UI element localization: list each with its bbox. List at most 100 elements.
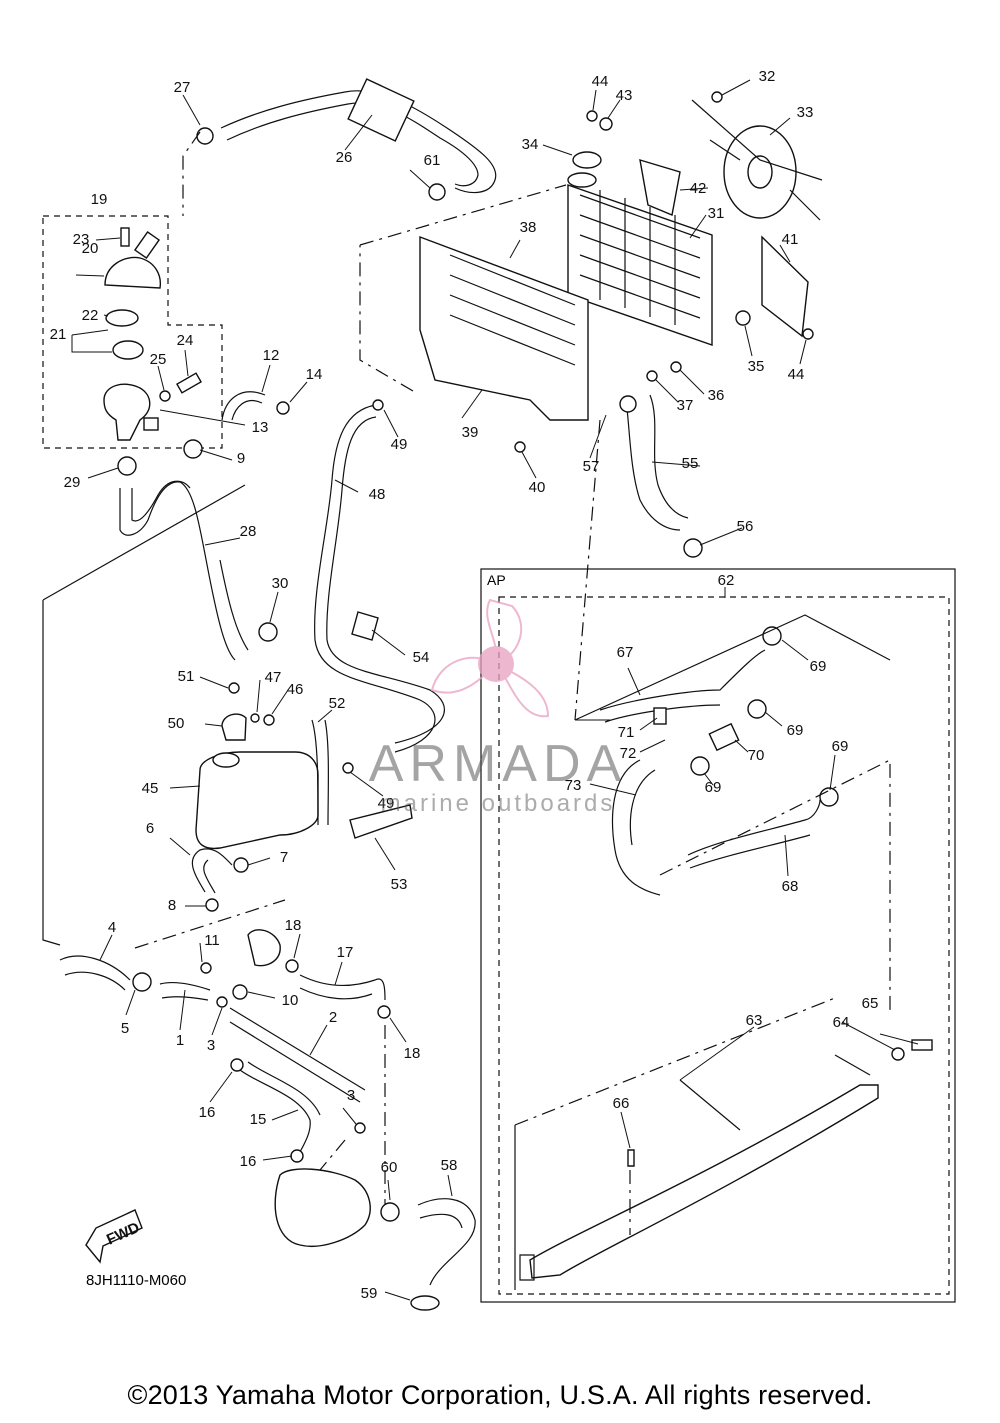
callout-9: 9: [237, 450, 245, 467]
callout-37: 37: [677, 397, 694, 414]
callout-13: 13: [252, 419, 269, 436]
clamp-69b: [747, 699, 767, 719]
callout-66: 66: [613, 1095, 630, 1112]
copyright-notice: ©2013 Yamaha Motor Corporation, U.S.A. A…: [127, 1380, 873, 1410]
callout-25: 25: [150, 351, 167, 368]
bolt-32: [711, 91, 723, 103]
thermostat-21: [112, 340, 144, 360]
callout-labels: 1233456789101112131415161617181819202122…: [50, 68, 879, 1302]
callout-19: 19: [91, 191, 108, 208]
hose-4: [59, 955, 131, 991]
hose-68: [687, 799, 821, 869]
callout-47: 47: [265, 669, 282, 686]
callout-69: 69: [810, 658, 827, 675]
clamp-9: [183, 439, 203, 459]
bolt-65: [911, 1039, 933, 1051]
callout-69: 69: [705, 779, 722, 796]
callout-58: 58: [441, 1157, 458, 1174]
callout-62: 62: [718, 572, 735, 589]
hose-2: [229, 1007, 366, 1103]
clamp-56: [683, 538, 703, 558]
ap-label: AP: [487, 572, 506, 588]
callout-27: 27: [174, 79, 191, 96]
group-19-box: [42, 215, 223, 449]
bracket-42: [639, 159, 681, 216]
callout-33: 33: [797, 104, 814, 121]
callout-68: 68: [782, 878, 799, 895]
callout-12: 12: [263, 347, 280, 364]
clamp-7: [233, 857, 249, 873]
water-pump: [274, 1168, 371, 1247]
strap-53: [349, 804, 413, 839]
callout-48: 48: [369, 486, 386, 503]
callout-31: 31: [708, 205, 725, 222]
clamp-18a: [285, 959, 299, 973]
watermark-emblem: [430, 598, 550, 718]
callout-7: 7: [280, 849, 288, 866]
callout-52: 52: [329, 695, 346, 712]
oring-10: [232, 984, 248, 1000]
ap-outer-box: [480, 568, 956, 1303]
gasket-22: [105, 309, 139, 327]
route-line-j: [574, 419, 601, 721]
leader-lines: [71, 79, 919, 1301]
fitting-71: [653, 707, 667, 725]
callout-21: 21: [50, 326, 67, 343]
clamp-60: [380, 1202, 400, 1222]
hose-1: [159, 981, 211, 1001]
callout-40: 40: [529, 479, 546, 496]
cap-50: [221, 713, 247, 741]
callout-54: 54: [413, 649, 430, 666]
route-line-d: [134, 899, 286, 949]
hose-15: [239, 1061, 321, 1161]
clamp-3b: [354, 1122, 366, 1134]
callout-41: 41: [782, 231, 799, 248]
clamp-29: [117, 456, 137, 476]
callout-49: 49: [391, 436, 408, 453]
callout-38: 38: [520, 219, 537, 236]
callout-69: 69: [832, 738, 849, 755]
clamp-69c: [690, 756, 710, 776]
fan-33: [691, 99, 823, 221]
hose-73: [611, 759, 661, 896]
radiator-31: [567, 172, 713, 346]
hose-52: [311, 719, 329, 826]
route-line-e: [659, 759, 891, 1010]
hose-55: [625, 394, 689, 531]
callout-28: 28: [240, 523, 257, 540]
hose-26: [220, 78, 497, 194]
clip-43: [599, 117, 613, 131]
callout-70: 70: [748, 747, 765, 764]
callout-22: 22: [82, 307, 99, 324]
callout-29: 29: [64, 474, 81, 491]
callout-30: 30: [272, 575, 289, 592]
callout-15: 15: [250, 1111, 267, 1128]
callout-44: 44: [788, 366, 805, 383]
hose-48: [314, 404, 446, 753]
callout-56: 56: [737, 518, 754, 535]
callout-64: 64: [833, 1014, 850, 1031]
callout-4: 4: [108, 919, 116, 936]
clamp-18b: [377, 1005, 391, 1019]
grommet-46: [263, 714, 275, 726]
callout-65: 65: [862, 995, 879, 1012]
grommet-35: [735, 310, 751, 326]
route-line-o: [679, 1054, 871, 1131]
clip-54: [351, 611, 379, 641]
callout-18: 18: [285, 917, 302, 934]
callout-16: 16: [240, 1153, 257, 1170]
callout-3: 3: [347, 1087, 355, 1104]
joint-70: [708, 722, 740, 752]
bolt-40: [514, 441, 526, 453]
clip-66: [627, 1149, 635, 1167]
callout-32: 32: [759, 68, 776, 85]
callout-67: 67: [617, 644, 634, 661]
bolt-37: [646, 370, 658, 382]
callout-24: 24: [177, 332, 194, 349]
route-line-b: [359, 184, 567, 246]
callout-2: 2: [329, 1009, 337, 1026]
callout-46: 46: [287, 681, 304, 698]
bolt-36: [670, 361, 682, 373]
sensor-24: [176, 372, 202, 394]
